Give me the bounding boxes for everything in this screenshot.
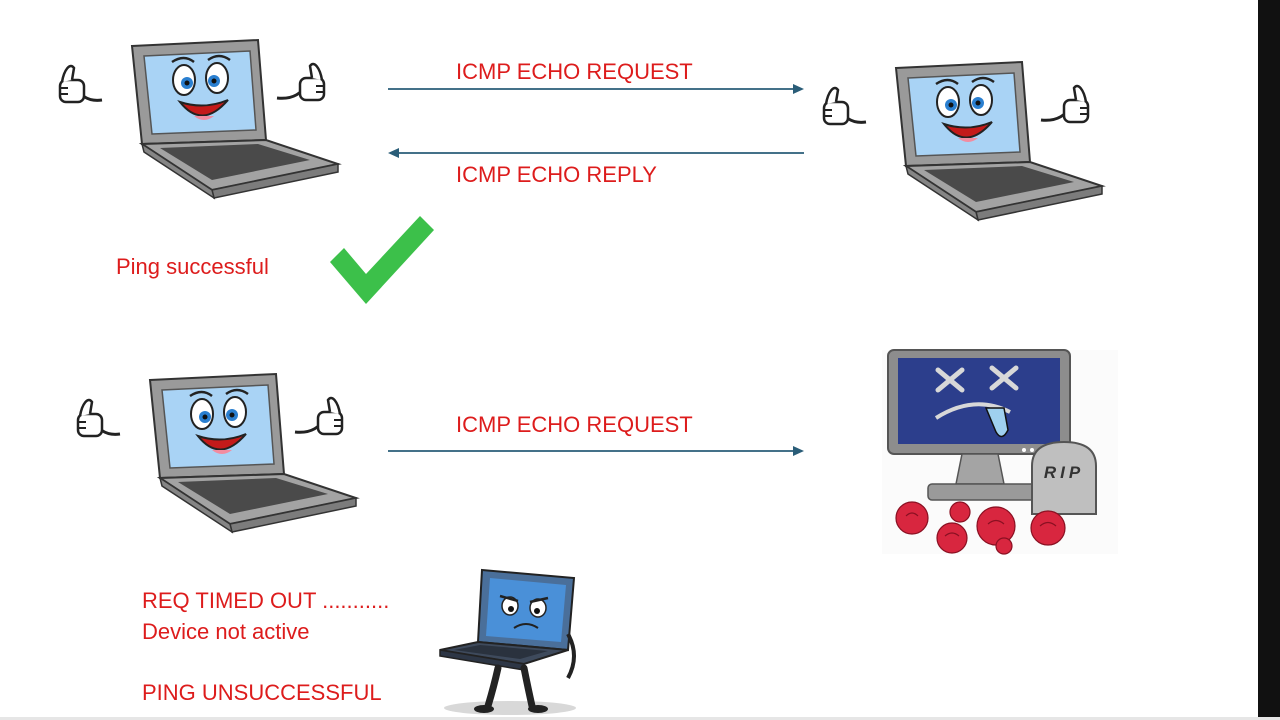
request-arrowhead (793, 84, 804, 94)
echo-reply-label: ICMP ECHO REPLY (456, 162, 657, 187)
reply-arrowhead (388, 148, 399, 158)
sad-laptop-icon (439, 568, 576, 715)
sender-laptop-happy-icon (62, 40, 362, 200)
right-edge-border (1258, 0, 1280, 720)
tombstone-text: RIP (1044, 463, 1084, 482)
echo-arrows (388, 84, 804, 158)
failed-echo-request-label: ICMP ECHO REQUEST (456, 412, 693, 437)
rose-icon (895, 501, 1066, 555)
echo-request-label: ICMP ECHO REQUEST (456, 59, 693, 84)
ping-successful-label: Ping successful (116, 254, 269, 279)
sender-laptop-happy-icon (80, 374, 380, 534)
tombstone-icon: RIP (1031, 440, 1097, 515)
request-timed-out-label: REQ TIMED OUT ........... (142, 588, 390, 613)
dead-monitor-icon: RIP (882, 349, 1118, 555)
ping-unsuccessful-label: PING UNSUCCESSFUL (142, 680, 382, 705)
device-not-active-label: Device not active (142, 619, 310, 644)
bottom-edge-border (0, 717, 1280, 720)
receiver-laptop-happy-icon (826, 62, 1126, 222)
failed-request-arrow (388, 446, 804, 456)
check-mark-icon (330, 216, 434, 304)
